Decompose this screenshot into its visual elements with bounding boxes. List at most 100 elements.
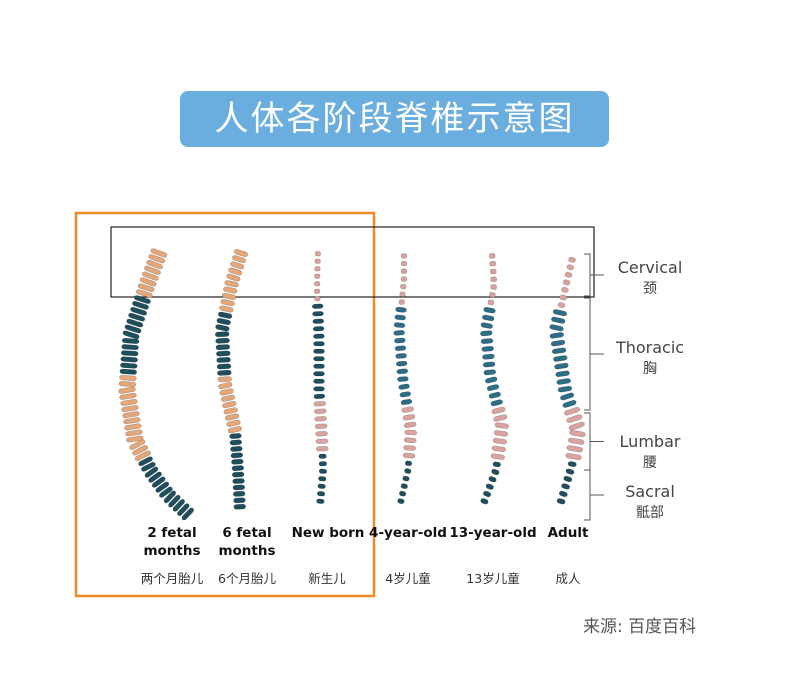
- vertebra: [489, 268, 497, 275]
- vertebra: [229, 433, 242, 440]
- vertebra: [402, 452, 416, 459]
- vertebra: [314, 296, 321, 302]
- vertebra: [144, 265, 161, 276]
- vertebra: [313, 401, 327, 407]
- vertebra: [568, 421, 585, 431]
- vertebra: [229, 439, 243, 446]
- vertebra: [119, 374, 137, 382]
- vertebra: [566, 445, 584, 453]
- stage-label-4-year-old-zh: 4岁儿童: [385, 571, 431, 586]
- vertebra: [232, 478, 245, 484]
- vertebra: [490, 453, 505, 460]
- vertebra: [480, 338, 494, 345]
- vertebra: [226, 273, 241, 282]
- vertebra: [314, 251, 321, 257]
- stage-label-2-fetal-months: 2 fetal months: [143, 525, 201, 559]
- vertebra: [313, 356, 325, 362]
- vertebra: [488, 476, 497, 483]
- vertebra: [395, 360, 408, 367]
- vertebra: [313, 386, 325, 392]
- vertebra: [230, 452, 244, 459]
- vertebra: [121, 405, 139, 413]
- vertebra: [151, 476, 166, 488]
- vertebra: [488, 391, 501, 399]
- vertebra: [481, 314, 495, 322]
- vertebra: [480, 498, 489, 505]
- vertebra: [126, 318, 144, 328]
- vertebra: [220, 299, 235, 307]
- spine-adult: [549, 256, 586, 505]
- vertebra: [227, 426, 243, 434]
- vertebra: [488, 253, 496, 259]
- region-label-lumbar: Lumbar: [619, 432, 681, 451]
- vertebra: [553, 355, 568, 362]
- vertebra: [393, 329, 405, 336]
- vertebra: [400, 283, 407, 290]
- vertebra: [567, 461, 577, 468]
- vertebra: [482, 361, 496, 368]
- stage-label-4-year-old: 4-year-old: [369, 525, 447, 541]
- vertebra: [134, 450, 151, 462]
- stage-label-adult: Adult: [547, 525, 589, 541]
- vertebra: [318, 476, 327, 482]
- vertebra: [552, 309, 568, 317]
- vertebra: [148, 254, 166, 264]
- vertebra: [569, 429, 586, 438]
- vertebra: [163, 490, 177, 504]
- vertebra: [222, 400, 237, 409]
- vertebra: [492, 461, 501, 468]
- vertebra: [232, 490, 246, 497]
- vertebra: [394, 314, 406, 321]
- vertebra: [118, 386, 136, 394]
- vertebra: [168, 494, 181, 508]
- vertebra: [141, 461, 156, 472]
- vertebra: [120, 362, 138, 369]
- vertebra: [232, 255, 247, 264]
- vertebra: [399, 291, 406, 298]
- vertebra: [558, 490, 568, 498]
- vertebra: [221, 292, 237, 300]
- vertebra: [561, 286, 569, 293]
- vertebra: [400, 398, 413, 406]
- vertebra: [395, 306, 407, 313]
- spine-2-fetal-months: [118, 248, 194, 521]
- vertebra: [485, 483, 494, 490]
- vertebra: [493, 430, 509, 437]
- vertebra: [141, 271, 159, 281]
- vertebra: [139, 277, 157, 287]
- vertebra: [554, 362, 569, 370]
- vertebra: [316, 491, 326, 497]
- vertebra: [562, 399, 577, 408]
- vertebra: [483, 369, 497, 376]
- spine-new-born: [311, 251, 329, 504]
- vertebra: [131, 300, 149, 310]
- vertebra: [223, 407, 238, 415]
- vertebra: [486, 384, 500, 392]
- vertebra: [118, 380, 137, 388]
- vertebra: [232, 484, 246, 491]
- vertebra: [480, 330, 493, 337]
- vertebra: [482, 353, 495, 360]
- vertebra: [124, 423, 142, 431]
- vertebra: [491, 445, 506, 453]
- stage-label-2-fetal-months-zh: 两个月胎儿: [140, 571, 204, 586]
- vertebra: [137, 283, 155, 293]
- vertebra: [480, 322, 494, 329]
- vertebra: [120, 398, 138, 406]
- vertebra: [402, 414, 416, 421]
- vertebra: [217, 311, 233, 319]
- vertebra: [483, 490, 492, 498]
- vertebra: [133, 295, 151, 304]
- spines-group: [118, 248, 586, 521]
- vertebra: [565, 452, 582, 461]
- vertebra: [557, 385, 573, 393]
- spine-13-year-old: [480, 253, 510, 505]
- stage-label-13-year-old: 13-year-old: [449, 525, 537, 541]
- region-label-cervical-zh: 颈: [643, 281, 657, 297]
- vertebra: [216, 317, 231, 326]
- stage-label-13-year-old-zh: 13岁儿童: [466, 571, 520, 586]
- vertebra: [493, 414, 508, 422]
- vertebra: [403, 445, 416, 451]
- vertebra: [487, 299, 495, 306]
- vertebra: [311, 303, 324, 309]
